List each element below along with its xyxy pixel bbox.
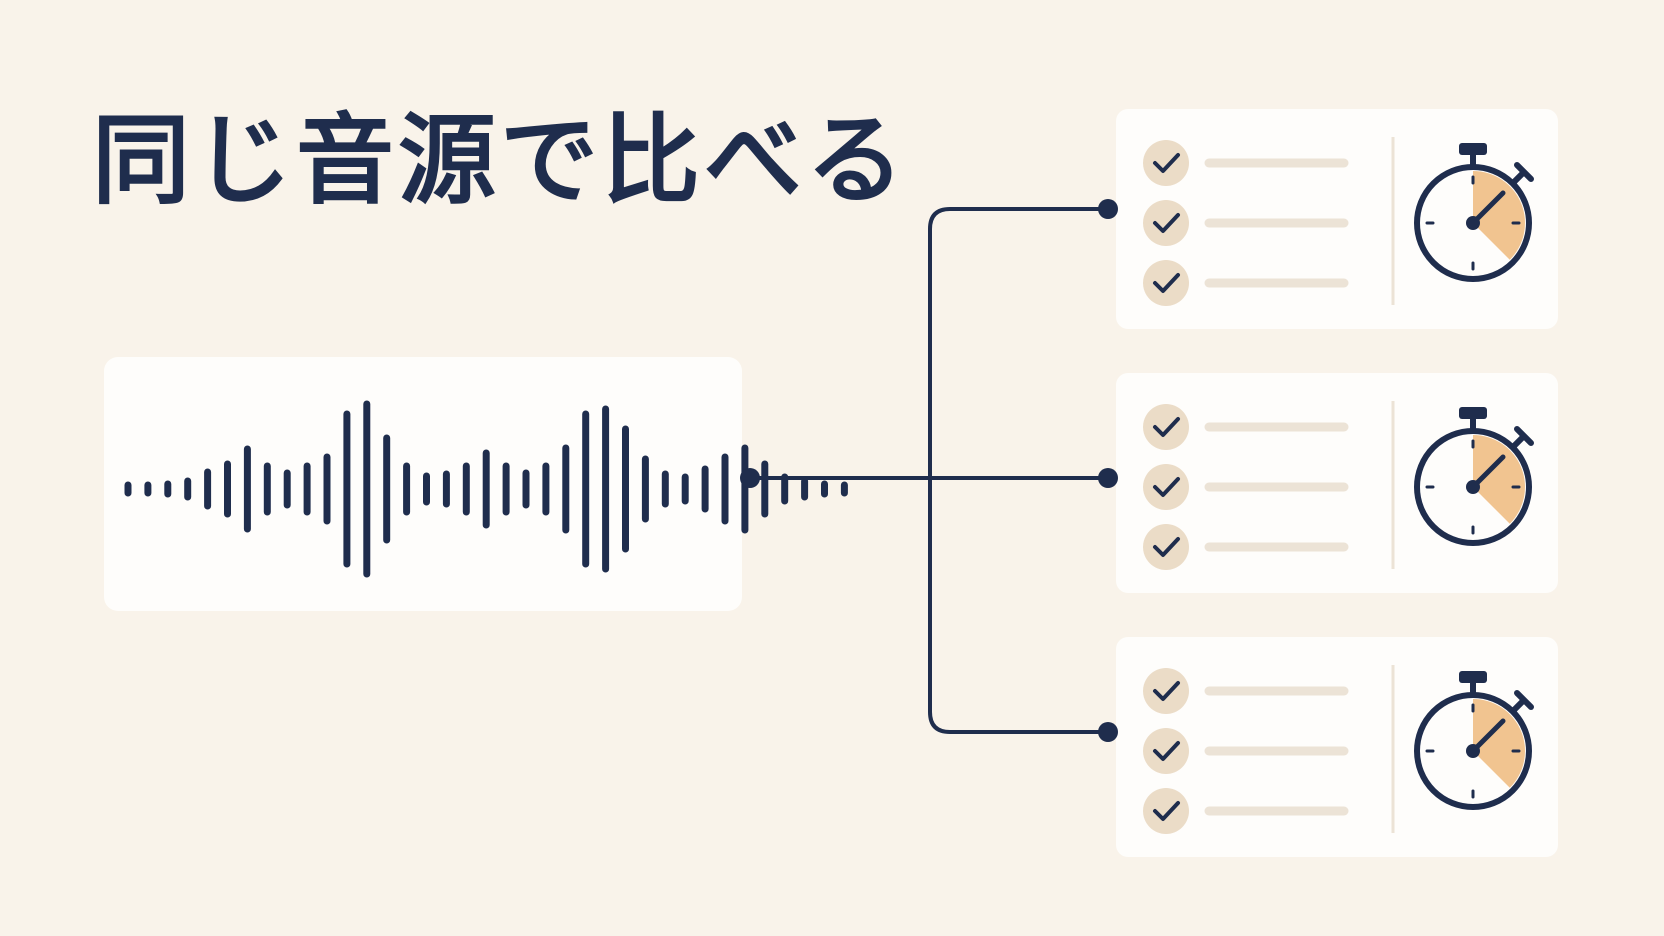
node-result-1 xyxy=(1098,199,1118,219)
check-icon xyxy=(1153,801,1180,821)
stopwatch-elapsed-wedge xyxy=(1473,699,1525,788)
waveform-icon xyxy=(124,400,848,578)
check-circle xyxy=(1143,668,1189,714)
check-icon xyxy=(1153,417,1180,437)
check-circle xyxy=(1143,404,1189,450)
connector-lines xyxy=(748,207,1110,734)
check-circle xyxy=(1143,524,1189,570)
stopwatch-icon xyxy=(1414,671,1534,810)
page-title: 同じ音源で比べる xyxy=(92,103,909,218)
check-circle xyxy=(1143,260,1189,306)
connector-branch xyxy=(928,207,1110,734)
stopwatch-icon xyxy=(1414,407,1534,546)
check-icon xyxy=(1153,153,1180,173)
check-circle xyxy=(1143,788,1189,834)
result-card-1-content xyxy=(1143,137,1534,306)
result-card-2-content xyxy=(1143,401,1534,570)
stopwatch-elapsed-wedge xyxy=(1473,435,1525,524)
result-card-3-content xyxy=(1143,665,1534,834)
check-circle xyxy=(1143,140,1189,186)
connector-nodes xyxy=(740,199,1118,742)
check-circle xyxy=(1143,464,1189,510)
node-source xyxy=(740,468,760,488)
check-circle xyxy=(1143,200,1189,246)
check-icon xyxy=(1153,213,1180,233)
check-circle xyxy=(1143,728,1189,774)
stopwatch-elapsed-wedge xyxy=(1473,171,1526,260)
check-icon xyxy=(1153,741,1180,761)
check-icon xyxy=(1153,273,1180,293)
check-icon xyxy=(1153,681,1180,701)
check-icon xyxy=(1153,477,1180,497)
result-cards-content xyxy=(1143,137,1534,834)
node-result-3 xyxy=(1098,722,1118,742)
check-icon xyxy=(1153,537,1180,557)
stopwatch-icon xyxy=(1414,143,1534,282)
node-result-2 xyxy=(1098,468,1118,488)
